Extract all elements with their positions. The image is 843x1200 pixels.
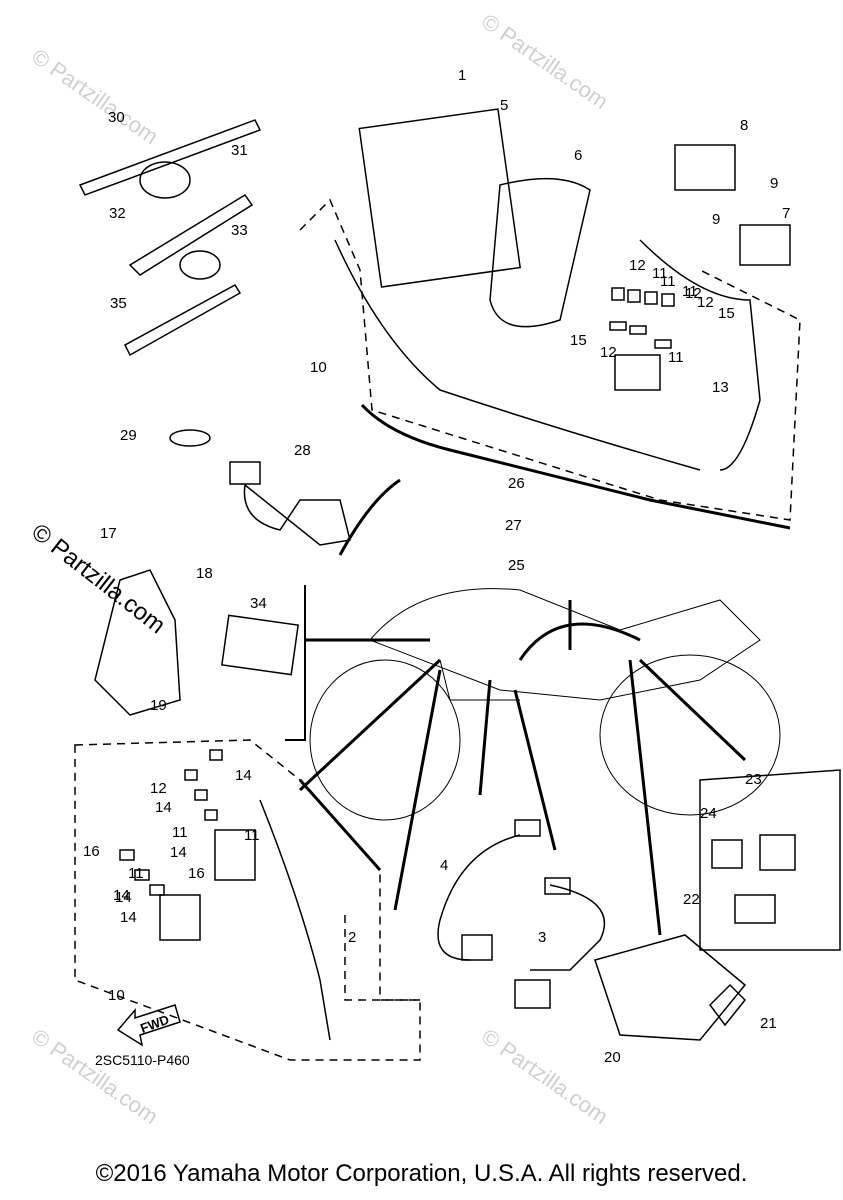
callout-6: 6 [574, 147, 582, 164]
callout-17: 17 [100, 525, 117, 542]
callout-3: 3 [538, 929, 546, 946]
fwd-arrow [116, 1004, 181, 1047]
svg-text:© Partzilla.com: © Partzilla.com [477, 9, 613, 115]
svg-text:© Partzilla.com: © Partzilla.com [477, 1024, 613, 1130]
callout-22: 22 [683, 891, 700, 908]
callout-30: 30 [108, 109, 125, 126]
part-code: 2SC5110-P460 [95, 1052, 190, 1068]
callout-10: 10 [310, 359, 327, 376]
callout-11: 11 [682, 283, 698, 300]
callout-23: 23 [745, 771, 762, 788]
callout-12: 12 [150, 780, 167, 797]
callout-11: 11 [660, 273, 676, 290]
parts-diagram: © Partzilla.com © Partzilla.com © Partzi… [26, 9, 841, 1130]
callout-8: 8 [740, 117, 748, 134]
svg-text:© Partzilla.com: © Partzilla.com [27, 1024, 163, 1130]
callout-9: 9 [770, 175, 778, 192]
callout-29: 29 [120, 427, 137, 444]
callout-26: 26 [508, 475, 525, 492]
callout-7: 7 [782, 205, 790, 222]
callout-13: 13 [712, 379, 729, 396]
callout-20: 20 [604, 1049, 621, 1066]
callout-12: 12 [629, 257, 646, 274]
callout-18: 18 [196, 565, 213, 582]
watermarks: © Partzilla.com © Partzilla.com © Partzi… [26, 9, 613, 1130]
copyright-notice: ©2016 Yamaha Motor Corporation, U.S.A. A… [95, 1160, 748, 1187]
callout-28: 28 [294, 442, 311, 459]
callout-14: 14 [170, 844, 187, 861]
callout-34: 34 [250, 595, 267, 612]
callout-14: 14 [115, 889, 132, 906]
callout-19: 19 [150, 697, 167, 714]
callout-15: 15 [570, 332, 587, 349]
callout-12: 12 [600, 344, 617, 361]
callout-24: 24 [700, 805, 717, 822]
callout-11: 11 [128, 865, 144, 882]
accessory-socket [229, 461, 351, 546]
callout-15: 15 [718, 305, 735, 322]
callout-10: 10 [108, 987, 125, 1004]
callout-11: 11 [172, 824, 188, 841]
callout-12: 12 [697, 294, 714, 311]
callout-1: 1 [458, 67, 466, 84]
callout-16: 16 [83, 843, 100, 860]
battery-area-detail [299, 108, 801, 530]
callout-11: 11 [652, 265, 668, 282]
callout-14: 14 [120, 909, 137, 926]
callout-11: 11 [668, 349, 684, 366]
callout-14: 14 [155, 799, 172, 816]
callout-14: 14 [235, 767, 252, 784]
relay-bracket [94, 569, 306, 741]
callout-25: 25 [508, 557, 525, 574]
sensor-harnesses [344, 769, 841, 1041]
motorcycle-silhouette [309, 588, 781, 821]
callout-14: 14 [113, 887, 130, 904]
callout-11: 11 [244, 827, 260, 844]
callout-27: 27 [505, 517, 522, 534]
svg-text:© Partzilla.com: © Partzilla.com [26, 518, 170, 639]
callout-4: 4 [440, 857, 448, 874]
callout-12: 12 [685, 285, 702, 302]
callout-31: 31 [231, 142, 248, 159]
callout-32: 32 [109, 205, 126, 222]
callout-33: 33 [231, 222, 248, 239]
callout-2: 2 [348, 929, 356, 946]
cable-ties [78, 119, 262, 447]
callout-16: 16 [188, 865, 205, 882]
callout-9: 9 [712, 211, 720, 228]
callout-21: 21 [760, 1015, 777, 1032]
callout-5: 5 [500, 97, 508, 114]
leader-lines [298, 478, 747, 936]
svg-text:© Partzilla.com: © Partzilla.com [27, 44, 163, 150]
callout-35: 35 [110, 295, 127, 312]
